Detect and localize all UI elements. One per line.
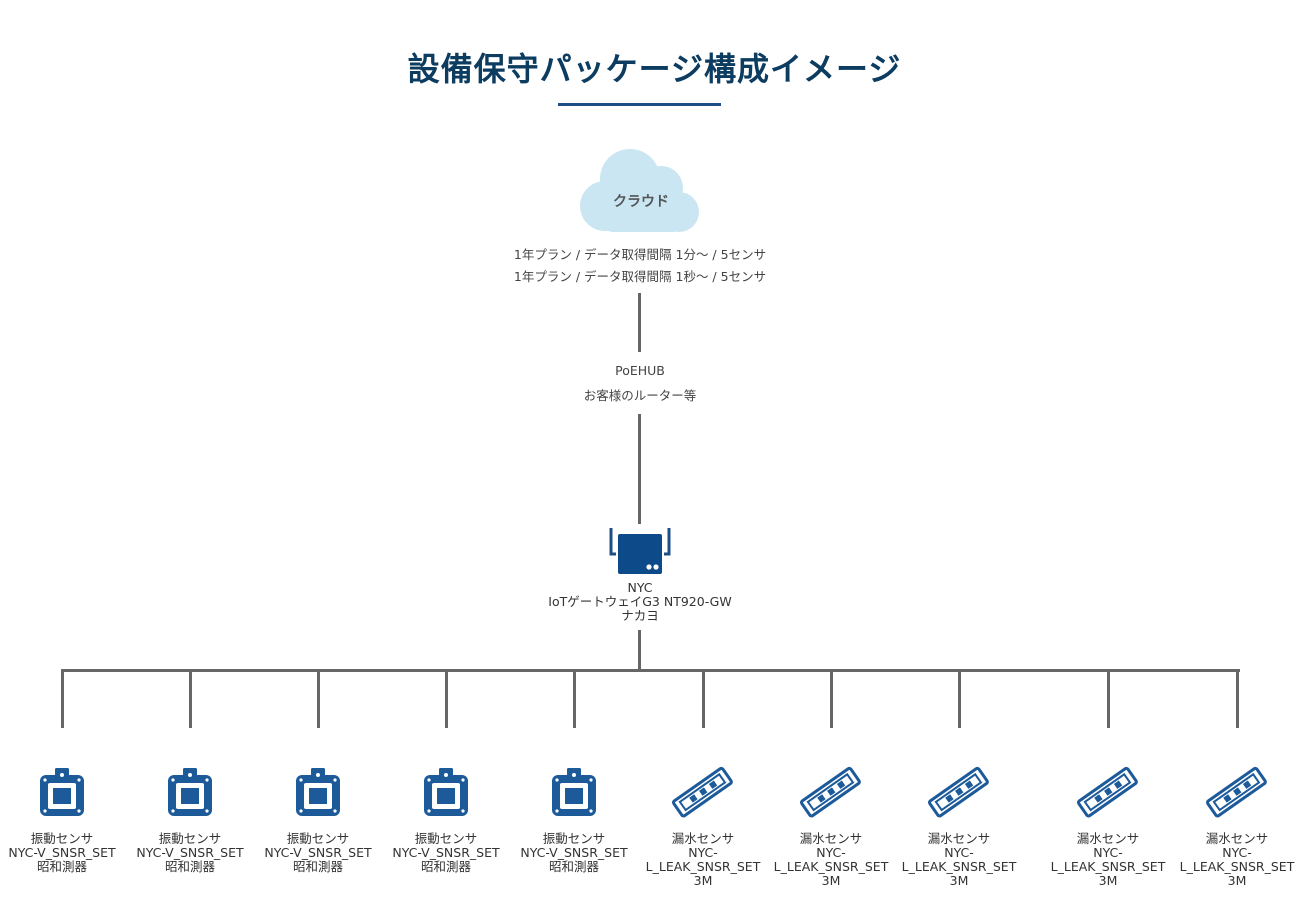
gateway-maker-code: NYC <box>627 580 653 595</box>
connector-sensor-5 <box>573 669 576 728</box>
vibration-sensor-icon <box>37 766 87 818</box>
gateway-vendor: ナカヨ <box>621 608 659 623</box>
sensor-label-line: 3M <box>1227 873 1247 888</box>
connector-sensor-4 <box>445 669 448 728</box>
sensor-label-line: 漏水センサ <box>671 831 735 846</box>
sensor-label-line: 漏水センサ <box>927 831 991 846</box>
sensor-label-line: 漏水センサ <box>1205 831 1269 846</box>
sensor-label-line: 昭和測器 <box>420 859 471 874</box>
sensor-label-line: 3M <box>693 873 713 888</box>
connector-hub-gateway <box>638 414 641 524</box>
vibration-sensor-icon <box>165 766 215 818</box>
sensor-label-line: L_LEAK_SNSR_SET <box>773 859 889 874</box>
sensor-label-line: 振動センサ <box>542 831 606 846</box>
sensor-label-line: 振動センサ <box>286 831 350 846</box>
sensor-label-line: 漏水センサ <box>1076 831 1140 846</box>
plan-line-1: 1年プラン / データ取得間隔 1分～ / 5センサ <box>513 247 767 262</box>
cloud-label: クラウド <box>613 194 669 210</box>
sensor-label-line: L_LEAK_SNSR_SET <box>1179 859 1295 874</box>
connector-sensor-8 <box>958 669 961 728</box>
sensor-label-line: 振動センサ <box>158 831 222 846</box>
connector-sensor-9 <box>1107 669 1110 728</box>
sensor-label-line: 3M <box>949 873 969 888</box>
connector-sensor-3 <box>317 669 320 728</box>
connector-sensor-10 <box>1236 669 1239 728</box>
sensor-label-line: NYC-V_SNSR_SET <box>520 845 628 860</box>
sensor-label-line: 3M <box>821 873 841 888</box>
sensor-label-line: 昭和測器 <box>292 859 343 874</box>
vibration-sensor-icon <box>549 766 599 818</box>
page-title: 設備保守パッケージ構成イメージ <box>407 50 902 88</box>
connector-sensor-7 <box>830 669 833 728</box>
gateway-model: IoTゲートウェイG3 NT920-GW <box>548 594 732 609</box>
sensor-label-line: 振動センサ <box>414 831 478 846</box>
sensor-label-line: NYC- <box>1222 845 1252 860</box>
sensor-label-line: 昭和測器 <box>164 859 215 874</box>
sensor-label-line: NYC-V_SNSR_SET <box>264 845 372 860</box>
water-leak-sensor-icon <box>799 761 863 825</box>
water-leak-sensor-icon <box>927 761 991 825</box>
sensor-label-line: 振動センサ <box>30 831 94 846</box>
sensor-label-line: 昭和測器 <box>548 859 599 874</box>
title-underline <box>558 103 721 106</box>
connector-sensor-6 <box>702 669 705 728</box>
vibration-sensor-icon <box>421 766 471 818</box>
sensor-label-line: 3M <box>1098 873 1118 888</box>
sensor-bus-line <box>61 669 1240 672</box>
sensor-label-line: NYC-V_SNSR_SET <box>392 845 500 860</box>
vibration-sensor-icon <box>293 766 343 818</box>
sensor-label-line: NYC- <box>1093 845 1123 860</box>
connector-sensor-1 <box>61 669 64 728</box>
water-leak-sensor-icon <box>1076 761 1140 825</box>
sensor-label-line: 昭和測器 <box>36 859 87 874</box>
sensor-label-line: L_LEAK_SNSR_SET <box>1050 859 1166 874</box>
sensor-label-line: 漏水センサ <box>799 831 863 846</box>
sensor-label-line: L_LEAK_SNSR_SET <box>901 859 1017 874</box>
plan-line-2: 1年プラン / データ取得間隔 1秒～ / 5センサ <box>513 269 767 284</box>
connector-gateway-bus <box>638 630 641 670</box>
hub-label: PoEHUB <box>615 363 665 378</box>
gateway-label: NYC IoTゲートウェイG3 NT920-GW ナカヨ <box>490 581 790 623</box>
sensor-label-line: NYC- <box>816 845 846 860</box>
water-leak-sensor-icon <box>671 761 735 825</box>
router-label: お客様のルーター等 <box>583 388 697 403</box>
connector-cloud-hub <box>638 293 641 352</box>
sensor-label-line: NYC- <box>944 845 974 860</box>
sensor-label-line: L_LEAK_SNSR_SET <box>645 859 761 874</box>
sensor-label-line: NYC-V_SNSR_SET <box>136 845 244 860</box>
cloud-icon <box>580 149 699 232</box>
connector-sensor-2 <box>189 669 192 728</box>
gateway-router-icon <box>609 528 671 574</box>
sensor-label-line: NYC-V_SNSR_SET <box>8 845 116 860</box>
water-leak-sensor-icon <box>1205 761 1269 825</box>
sensor-label-line: NYC- <box>688 845 718 860</box>
